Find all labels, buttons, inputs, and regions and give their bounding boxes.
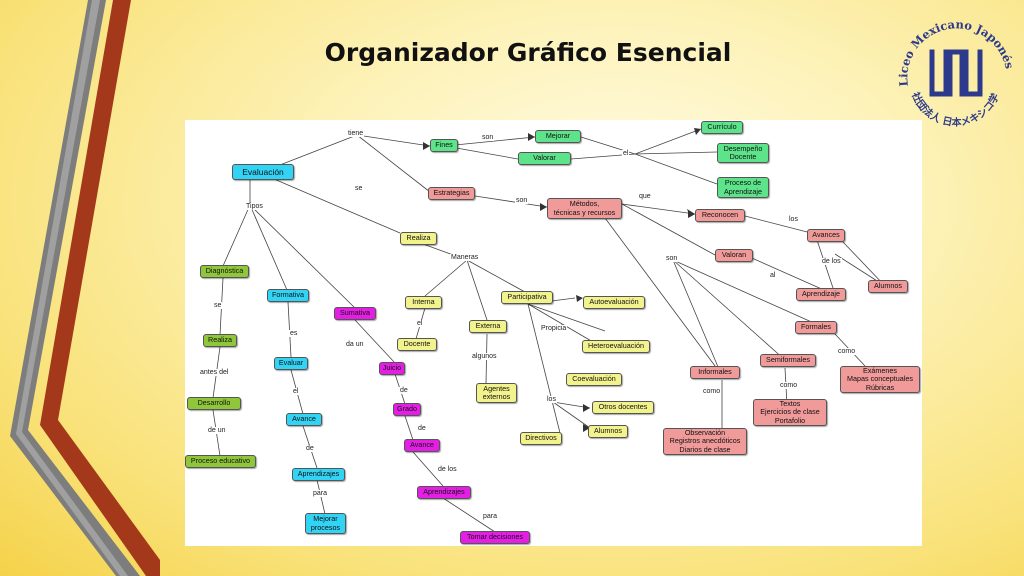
- label-de-un: de un: [207, 427, 227, 434]
- node-grado: Grado: [393, 403, 421, 416]
- node-realiza-y: Realiza: [400, 232, 437, 245]
- label-al: al: [769, 272, 777, 279]
- label-que: que: [638, 193, 652, 200]
- school-logo: Liceo Mexicano Japonés, A.C. 社団法人 日本メキシコ…: [888, 8, 1017, 129]
- label-maneras: Maneras: [450, 254, 480, 261]
- node-avances: Avances: [807, 229, 845, 242]
- node-directivos: Directivos: [520, 432, 562, 445]
- node-semiformales: Semiformales: [760, 354, 816, 367]
- node-alumnos-pink: Alumnos: [868, 280, 908, 293]
- label-se: se: [354, 185, 364, 192]
- page-title: Organizador Gráfico Esencial: [324, 38, 732, 67]
- node-otros-docentes: Otros docentes: [592, 401, 654, 414]
- node-observacion: Observación Registros anecdóticos Diario…: [663, 428, 747, 455]
- label-para-1: para: [312, 490, 329, 497]
- node-formativa: Formativa: [267, 289, 309, 302]
- label-los-2: los: [546, 396, 557, 403]
- label-de-los-1: de los: [821, 258, 842, 265]
- node-sumativa: Sumativa: [334, 307, 376, 320]
- node-autoevaluacion: Autoevaluación: [583, 296, 645, 309]
- label-se-2: se: [213, 302, 223, 309]
- label-antes-del: antes del: [199, 369, 230, 376]
- label-de-los-2: de los: [437, 466, 458, 473]
- label-algunos: algunos: [471, 353, 498, 360]
- node-informales: Informales: [690, 366, 740, 379]
- label-son-1: son: [481, 134, 495, 141]
- concept-map: Evaluación Fines Mejorar Valorar Currícu…: [185, 120, 922, 546]
- node-valoran: Valoran: [715, 249, 753, 262]
- label-son-3: son: [665, 255, 679, 262]
- node-participativa: Participativa: [501, 291, 553, 304]
- node-aprendizajes-m: Aprendizajes: [417, 486, 471, 499]
- label-tiene: tiene: [347, 130, 365, 137]
- node-tomar-decisiones: Tomar decisiones: [460, 531, 530, 544]
- label-como-1: como: [837, 348, 857, 355]
- node-fines: Fines: [430, 139, 458, 152]
- node-juicio: Juicio: [379, 362, 405, 375]
- label-es: es: [289, 330, 299, 337]
- node-desarrollo: Desarrollo: [187, 397, 241, 410]
- node-aprendizajes-c: Aprendizajes: [292, 468, 345, 481]
- node-formales: Formales: [795, 321, 837, 334]
- node-heteroevaluacion: Heteroevaluación: [582, 340, 650, 353]
- label-da-un: da un: [345, 341, 365, 348]
- connector-lines: [212, 128, 886, 533]
- node-docente: Docente: [397, 338, 437, 351]
- label-los: los: [788, 216, 799, 223]
- label-tipos: Tipos: [245, 203, 264, 210]
- label-de-3: de: [417, 425, 427, 432]
- node-coevaluacion: Coevaluación: [566, 373, 622, 386]
- node-realiza-g: Realiza: [203, 334, 237, 347]
- label-para-2: para: [482, 513, 499, 520]
- label-el-2: el: [416, 320, 424, 327]
- node-evaluar: Evaluar: [274, 357, 308, 370]
- node-agentes: Agentes externos: [476, 383, 517, 403]
- node-desempeno: Desempeño Docente: [717, 143, 769, 163]
- logo-emblem-icon: [929, 49, 983, 97]
- node-avance-c: Avance: [286, 413, 322, 426]
- node-mejorar: Mejorar: [535, 130, 581, 143]
- node-examenes: Exámenes Mapas conceptuales Rúbricas: [840, 366, 920, 393]
- label-propicia: Propicia: [540, 325, 568, 332]
- label-el: el: [622, 150, 630, 157]
- node-avance-m: Avance: [404, 439, 440, 452]
- decorative-stripes: [10, 0, 160, 576]
- label-de-1: de: [305, 445, 315, 452]
- node-estrategias: Estrategias: [428, 187, 475, 200]
- node-proceso-educativo: Proceso educativo: [185, 455, 256, 468]
- label-el-3: el: [292, 388, 300, 395]
- node-reconocen: Reconocen: [695, 209, 745, 222]
- node-mejorar-procesos: Mejorar procesos: [305, 513, 346, 534]
- node-valorar: Valorar: [518, 152, 571, 165]
- node-curriculo: Currículo: [701, 121, 743, 134]
- label-son-2: son: [515, 197, 529, 204]
- node-textos: Textos Ejercicios de clase Portafolio: [753, 399, 827, 426]
- label-como-3: como: [702, 388, 722, 395]
- label-de-2: de: [399, 387, 409, 394]
- node-diagnostica: Diagnóstica: [200, 265, 249, 278]
- node-alumnos-yellow: Alumnos: [588, 425, 628, 438]
- node-interna: Interna: [405, 296, 442, 309]
- node-evaluacion: Evaluación: [232, 164, 294, 180]
- node-proceso-aprendizaje: Proceso de Aprendizaje: [717, 177, 769, 198]
- node-metodos: Métodos, técnicas y recursos: [547, 198, 622, 219]
- node-externa: Externa: [469, 320, 507, 333]
- node-aprendizaje-pink: Aprendizaje: [796, 288, 846, 301]
- label-como-2: como: [779, 382, 799, 389]
